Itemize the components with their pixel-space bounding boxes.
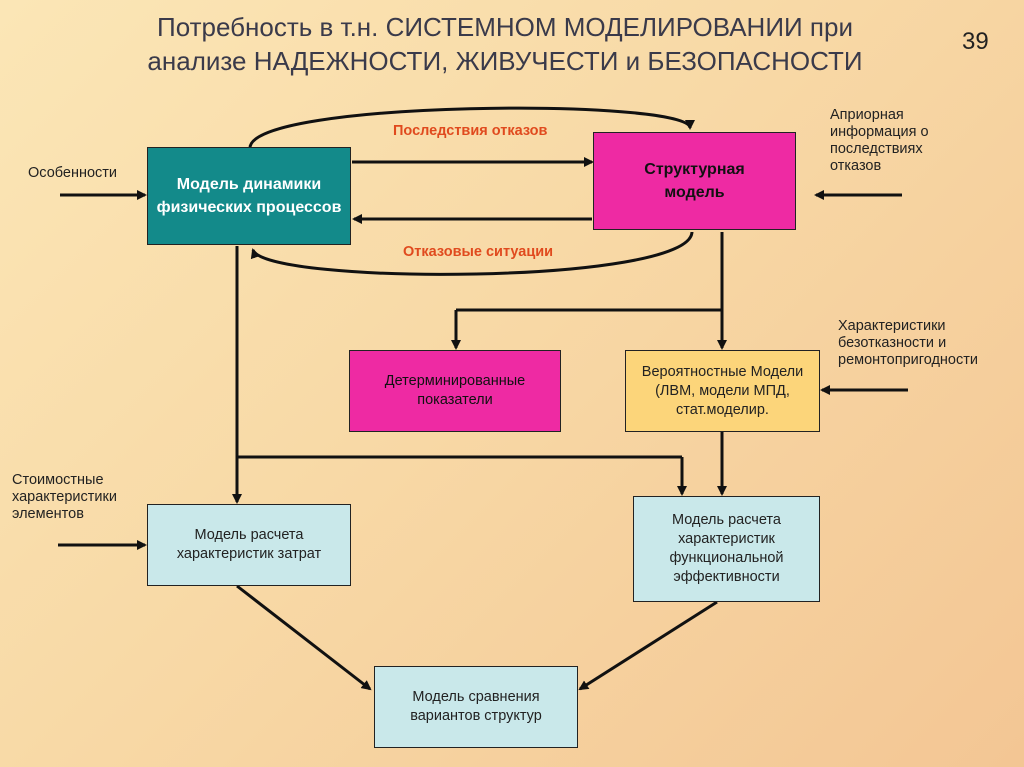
deterministic-box: Детерминированные показатели xyxy=(349,350,561,432)
failure-situations-label: Отказовые ситуации xyxy=(403,244,554,260)
deterministic-label: Детерминированные показатели xyxy=(384,373,526,408)
comparison-model-box: Модель сравнения вариантов структур xyxy=(374,666,578,748)
functional-model-label: Модель расчета характеристик функциональ… xyxy=(669,512,784,585)
arrow-functional-to-comparison xyxy=(578,600,718,691)
arc-top-arrow xyxy=(248,106,695,149)
cost-model-label: Модель расчета характеристик затрат xyxy=(176,527,322,562)
slide-title: Потребность в т.н. СИСТЕМНОМ МОДЕЛИРОВАН… xyxy=(60,10,950,78)
cost-chars-label: Стоимостные характеристики элементов xyxy=(12,472,117,522)
apriori-label: Априорная информация о последствиях отка… xyxy=(830,107,929,174)
functional-model-box: Модель расчета характеристик функциональ… xyxy=(633,496,820,602)
comparison-model-label: Модель сравнения вариантов структур xyxy=(410,689,542,724)
arrow-cost-to-comparison xyxy=(236,584,372,691)
dynamics-model-box: Модель динамики физических процессов xyxy=(147,147,351,245)
arc-bottom-arrow xyxy=(250,231,694,276)
failure-consequences-label: Последствия отказов xyxy=(393,123,548,139)
title-line-1: Потребность в т.н. СИСТЕМНОМ МОДЕЛИРОВАН… xyxy=(157,12,853,42)
probabilistic-box: Вероятностные Модели (ЛВМ, модели МПД, с… xyxy=(625,350,820,432)
structural-model-box: Структурная модель xyxy=(593,132,796,230)
title-line-2: анализе НАДЕЖНОСТИ, ЖИВУЧЕСТИ и БЕЗОПАСН… xyxy=(147,46,863,76)
features-label: Особенности xyxy=(28,165,118,181)
probabilistic-label: Вероятностные Модели (ЛВМ, модели МПД, с… xyxy=(641,363,804,418)
cost-model-box: Модель расчета характеристик затрат xyxy=(147,504,351,586)
page-number: 39 xyxy=(962,28,989,55)
reliability-chars-label: Характеристики безотказности и ремонтопр… xyxy=(838,318,978,368)
dynamics-model-label: Модель динамики физических процессов xyxy=(156,176,342,216)
structural-model-label: Структурная модель xyxy=(644,161,745,201)
